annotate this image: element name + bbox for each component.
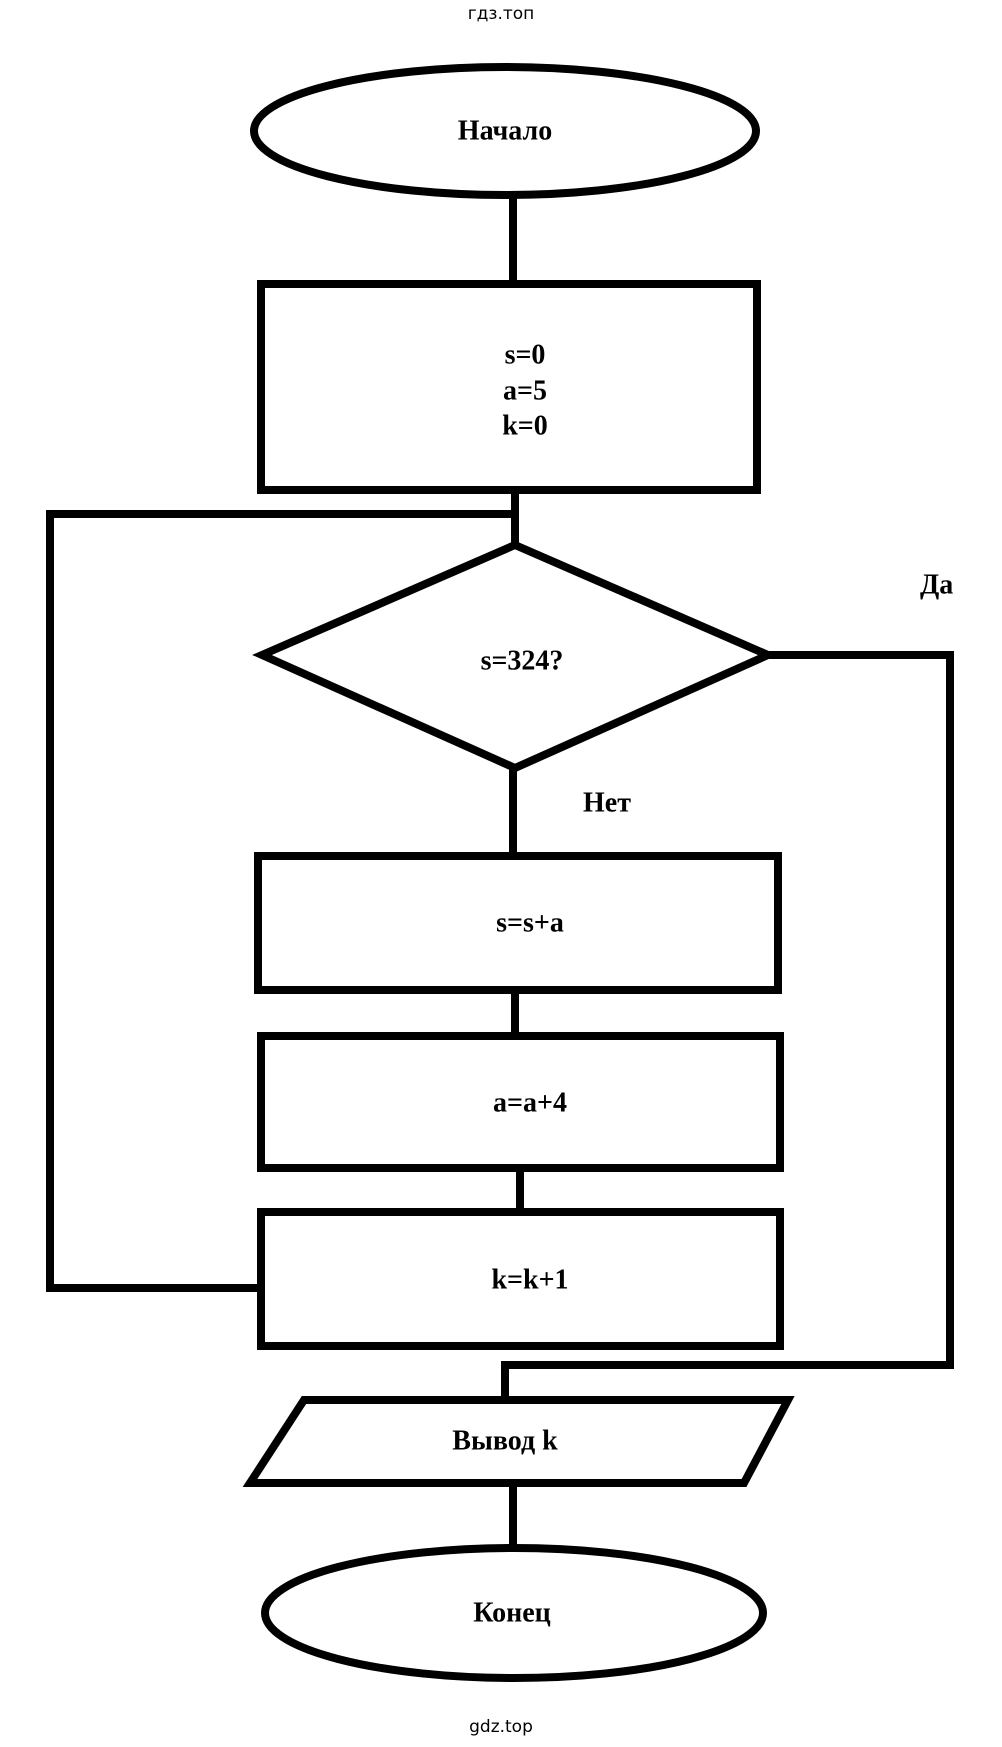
output-label: Вывод k (452, 1425, 558, 1456)
init-line-3: k=0 (502, 410, 548, 441)
start-terminator (250, 63, 760, 199)
yes-label: Да (920, 569, 953, 600)
step-inc-a-label: a=a+4 (493, 1087, 567, 1118)
end-label: Конец (473, 1597, 551, 1628)
end-terminator (261, 1544, 767, 1682)
output-parallelogram (242, 1396, 795, 1487)
loop-back-connector (46, 510, 519, 1292)
step-inc-a-box (257, 1032, 784, 1172)
step-add-label: s=s+a (496, 907, 564, 938)
step-add-box (254, 852, 782, 994)
no-label: Нет (583, 787, 631, 818)
yes-branch-connector (501, 651, 954, 1404)
step-inc-k-box (257, 1208, 784, 1350)
init-line-2: a=5 (503, 375, 547, 406)
watermark-top: гдз.топ (467, 4, 535, 24)
condition-decision (252, 540, 778, 773)
condition-label: s=324? (481, 645, 564, 676)
init-process-box (257, 280, 761, 494)
watermark-bottom: gdz.top (469, 1717, 533, 1737)
init-line-1: s=0 (505, 339, 546, 370)
start-label: Начало (458, 115, 552, 146)
step-inc-k-label: k=k+1 (491, 1264, 568, 1295)
